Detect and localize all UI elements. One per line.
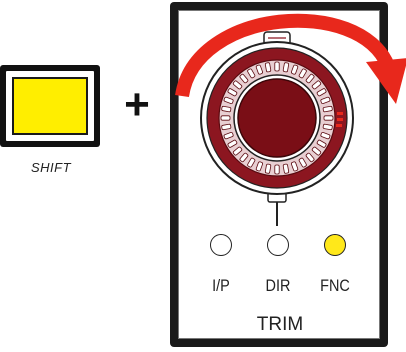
knob-grip-tooth	[221, 116, 230, 120]
led-dir	[267, 234, 289, 256]
trim-title: TRIM	[220, 314, 340, 336]
knob-grip-tooth	[275, 62, 279, 71]
led-label-ip: I/P	[202, 276, 239, 296]
led-ip	[210, 234, 232, 256]
knob-grip-tooth	[275, 165, 279, 174]
led-label-dir: DIR	[259, 276, 296, 296]
led-fnc	[324, 234, 346, 256]
led-label-fnc: FNC	[316, 276, 353, 296]
trim-knob[interactable]	[201, 42, 353, 194]
knob-level-segments	[336, 112, 343, 127]
knob-grip-tooth	[324, 116, 333, 120]
